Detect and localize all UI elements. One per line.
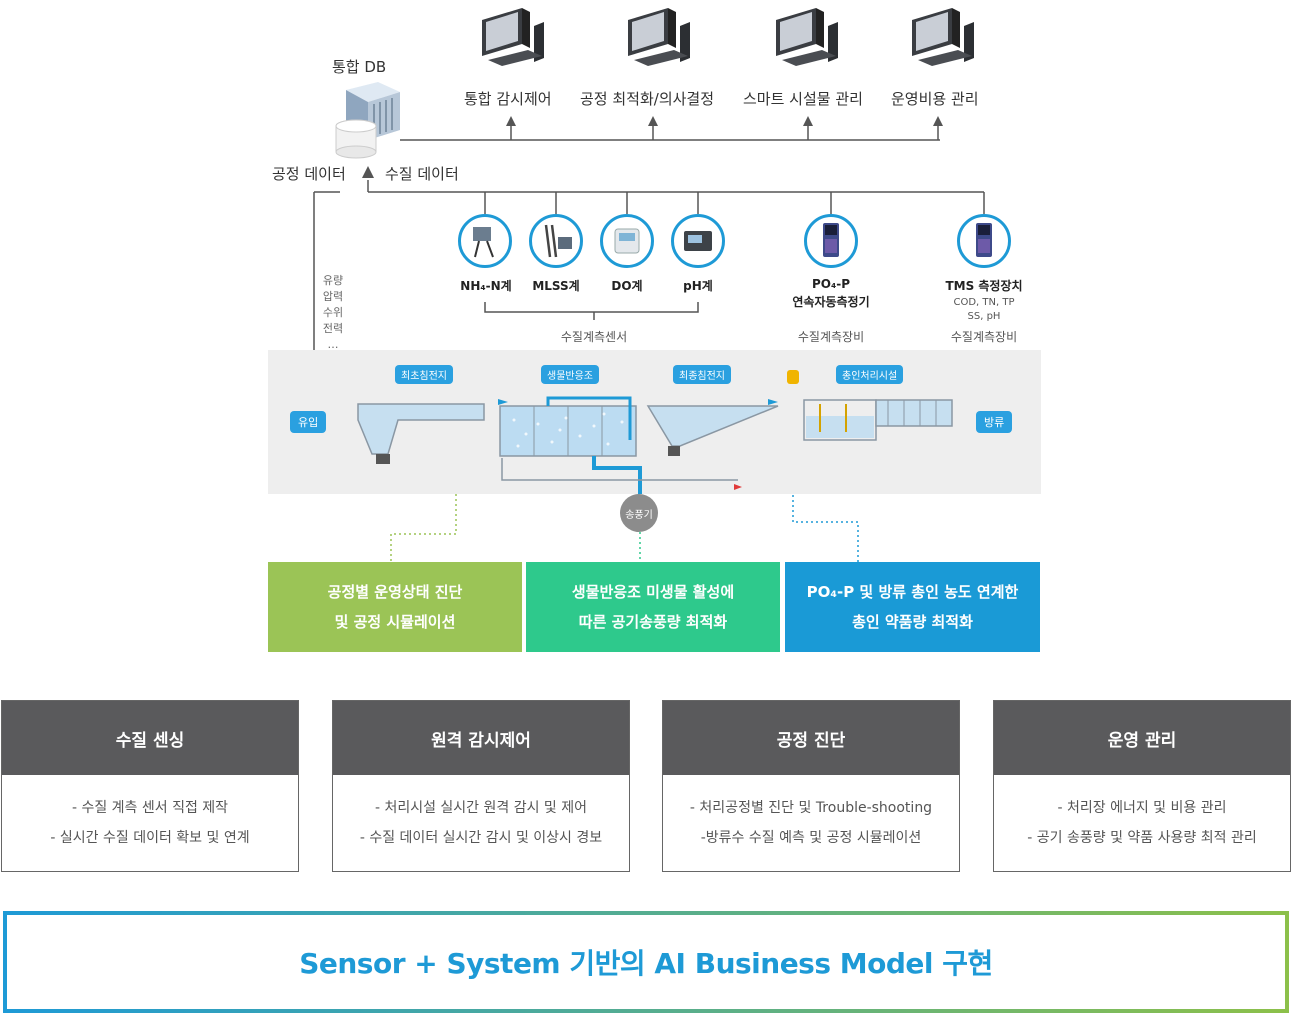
solution-diagnosis-line1: 공정별 운영상태 진단 bbox=[327, 583, 463, 601]
tag-bioreactor: 생물반응조 bbox=[541, 365, 599, 384]
mlss-sensor-label: MLSS계 bbox=[532, 279, 580, 293]
computer-icon bbox=[912, 8, 974, 66]
card-line: - 수질 계측 센서 직접 제작 bbox=[71, 800, 229, 816]
computer-icon bbox=[628, 8, 690, 66]
param-power: 전력 bbox=[322, 322, 344, 335]
param-pressure: 압력 bbox=[322, 290, 344, 303]
feature-card-diagnosis: 공정 진단 - 처리공정별 진단 및 Trouble-shooting -방류수 … bbox=[662, 700, 960, 872]
param-more: … bbox=[327, 338, 339, 351]
process-params-list: 유량 압력 수위 전력 … bbox=[318, 273, 348, 353]
ph-sensor-label: pH계 bbox=[683, 279, 713, 293]
terminal-label-cost: 운영비용 관리 bbox=[891, 90, 979, 108]
mlss-sensor-icon bbox=[529, 214, 583, 268]
terminal-label-optimization: 공정 최적화/의사결정 bbox=[580, 90, 715, 108]
solution-chemical-line2: 총인 약품량 최적화 bbox=[852, 613, 973, 631]
card-line: - 처리공정별 진단 및 Trouble-shooting bbox=[689, 800, 933, 816]
po4-analyzer-icon bbox=[804, 214, 858, 268]
quality-data-label: 수질 데이터 bbox=[385, 165, 459, 183]
tms-group-label: 수질계측장비 bbox=[950, 330, 1018, 344]
solution-aeration-line2: 따른 공기송풍량 최적화 bbox=[578, 613, 728, 631]
card-title: 원격 감시제어 bbox=[333, 701, 629, 775]
solution-aeration-line1: 생물반응조 미생물 활성에 bbox=[571, 583, 735, 601]
sensor-group-label: 수질계측센서 bbox=[560, 330, 628, 344]
tag-final-clarifier: 최종침전지 bbox=[673, 365, 731, 384]
do-sensor-label: DO계 bbox=[611, 279, 643, 293]
terminal-label-facility: 스마트 시설물 관리 bbox=[743, 90, 863, 108]
tag-inflow: 유입 bbox=[290, 411, 327, 433]
nh4-sensor-icon bbox=[458, 214, 512, 268]
tms-title: TMS 측정장치 bbox=[945, 279, 1023, 293]
card-title: 수질 센싱 bbox=[2, 701, 298, 775]
feature-card-remote-control: 원격 감시제어 - 처리시설 실시간 원격 감시 및 제어 - 수질 데이터 실시… bbox=[332, 700, 630, 872]
solution-chemical-line1: PO₄-P 및 방류 총인 농도 연계한 bbox=[806, 583, 1019, 601]
tag-phosphorus-facility: 총인처리시설 bbox=[836, 365, 904, 384]
card-line: - 수질 데이터 실시간 감시 및 이상시 경보 bbox=[359, 830, 603, 846]
card-line: - 처리시설 실시간 원격 감시 및 제어 bbox=[374, 800, 588, 816]
db-label: 통합 DB bbox=[332, 58, 387, 76]
blower-label: 송풍기 bbox=[625, 509, 653, 521]
card-title: 공정 진단 bbox=[663, 701, 959, 775]
connector-lines bbox=[313, 116, 985, 562]
ph-sensor-icon bbox=[671, 214, 725, 268]
param-flow: 유량 bbox=[322, 274, 344, 287]
process-data-label: 공정 데이터 bbox=[272, 165, 346, 183]
tms-sub2: SS, pH bbox=[967, 311, 1001, 322]
computer-icon bbox=[776, 8, 838, 66]
feature-card-operations: 운영 관리 - 처리장 에너지 및 비용 관리 - 공기 송풍량 및 약품 사용량… bbox=[993, 700, 1291, 872]
terminal-label-monitoring: 통합 감시제어 bbox=[464, 90, 552, 108]
card-line: - 실시간 수질 데이터 확보 및 연계 bbox=[50, 830, 250, 846]
process-diagram bbox=[357, 370, 953, 494]
computer-icon bbox=[482, 8, 544, 66]
business-model-banner: Sensor + System 기반의 AI Business Model 구현 bbox=[3, 911, 1289, 1013]
card-line: -방류수 수질 예측 및 공정 시뮬레이션 bbox=[700, 830, 922, 846]
banner-text: Sensor + System 기반의 AI Business Model 구현 bbox=[299, 947, 993, 980]
tms-sub1: COD, TN, TP bbox=[953, 297, 1015, 308]
card-title: 운영 관리 bbox=[994, 701, 1290, 775]
solution-diagnosis-line2: 및 공정 시뮬레이션 bbox=[334, 613, 456, 631]
blower-node: 송풍기 bbox=[620, 494, 658, 532]
po4-group-label: 수질계측장비 bbox=[797, 330, 865, 344]
feature-card-sensing: 수질 센싱 - 수질 계측 센서 직접 제작 - 실시간 수질 데이터 확보 및 … bbox=[1, 700, 299, 872]
po4-label-line1: PO₄-P bbox=[811, 277, 851, 291]
card-line: - 공기 송풍량 및 약품 사용량 최적 관리 bbox=[1027, 830, 1257, 846]
nh4-sensor-label: NH₄-N계 bbox=[460, 279, 512, 293]
do-sensor-icon bbox=[600, 214, 654, 268]
po4-label-line2: 연속자동측정기 bbox=[792, 295, 870, 309]
card-line: - 처리장 에너지 및 비용 관리 bbox=[1057, 800, 1227, 816]
param-level: 수위 bbox=[322, 306, 344, 319]
tms-analyzer-icon bbox=[957, 214, 1011, 268]
tag-primary-clarifier: 최초침전지 bbox=[395, 365, 453, 384]
database-server-icon bbox=[335, 82, 400, 159]
tag-outflow: 방류 bbox=[976, 411, 1013, 433]
